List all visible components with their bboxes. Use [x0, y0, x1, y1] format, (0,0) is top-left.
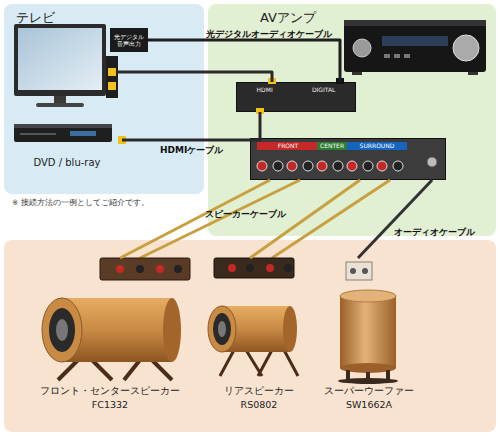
- front-center-speaker: フロント・センタースピーカーFC1332: [20, 258, 200, 414]
- subwoofer-leg: [386, 370, 390, 380]
- speaker-face: [208, 306, 236, 352]
- note-text: ※ 接続方法の一例としてご紹介です。: [12, 198, 202, 208]
- speaker-name: スーパーウーファー: [324, 384, 414, 398]
- speaker-name: フロント・センタースピーカー: [40, 384, 180, 398]
- panel-heading: テレビ: [4, 4, 204, 27]
- speaker-body: [222, 306, 290, 352]
- subwoofer-top: [340, 290, 396, 302]
- cable-label: 光デジタルオーディオケーブル: [206, 28, 332, 41]
- speaker-cone: [56, 319, 68, 341]
- subwoofer-input-box: [346, 262, 372, 280]
- optical-port-label: 光デジタル 音声出力: [110, 28, 148, 52]
- speaker-terminal-board: [100, 258, 190, 280]
- speaker-name: リアスピーカー: [224, 384, 294, 398]
- port-label: DIGITAL: [312, 86, 335, 94]
- terminal-post: [228, 264, 236, 272]
- channel-label: CENTER: [317, 142, 347, 150]
- cable-label: スピーカーケーブル: [205, 208, 286, 221]
- terminal-post: [284, 264, 292, 272]
- model-number: SW1662A: [346, 398, 392, 412]
- model-number: RS0802: [241, 398, 278, 412]
- terminal-post: [246, 264, 254, 272]
- port-label: 光デジタル 音声出力: [112, 33, 146, 47]
- channel-label: SURROUND: [347, 142, 407, 150]
- input-jack: [362, 268, 368, 274]
- speaker-face: [42, 298, 82, 362]
- speaker-area-panel: [4, 240, 496, 432]
- port-label: HDMI: [257, 86, 273, 94]
- terminal-post: [116, 265, 124, 273]
- channel-label: FRONT: [257, 142, 319, 150]
- speaker-terminal-board: [214, 258, 294, 278]
- speaker-stand: [220, 350, 298, 376]
- subwoofer: スーパーウーファーSW1662A: [318, 258, 420, 414]
- terminal-post: [156, 265, 164, 273]
- panel-heading: AVアンプ: [208, 4, 496, 27]
- speaker-cone: [218, 321, 226, 337]
- terminal-post: [174, 265, 182, 273]
- tv-panel: テレビ光デジタル 音声出力 DVD / blu-ray: [4, 4, 204, 194]
- dvd-device: DVD / blu-ray: [12, 118, 122, 170]
- subwoofer-leg: [366, 372, 370, 382]
- input-jack: [350, 268, 356, 274]
- subwoofer-bottom: [340, 363, 396, 373]
- speaker-stand: [58, 360, 172, 380]
- device-label: DVD / blu-ray: [33, 157, 100, 168]
- model-number: FC1332: [92, 398, 128, 412]
- subwoofer-base: [338, 378, 398, 384]
- speaker-end: [163, 298, 181, 362]
- speaker-driver: [213, 313, 231, 345]
- speaker-terminal-board: FRONTCENTERSURROUND: [250, 138, 446, 180]
- subwoofer-leg: [346, 370, 350, 380]
- speaker-body: [62, 298, 172, 362]
- cable-label: HDMIケーブル: [160, 144, 223, 157]
- terminal-post: [136, 265, 144, 273]
- speaker-end: [283, 306, 297, 352]
- rear-speaker: リアスピーカーRS0802: [204, 258, 314, 414]
- subwoofer-body: [340, 296, 396, 368]
- cable-label: オーディオケーブル: [394, 226, 475, 239]
- speaker-driver: [49, 308, 75, 352]
- input-board: HDMI DIGITAL: [236, 82, 356, 112]
- terminal-post: [266, 264, 274, 272]
